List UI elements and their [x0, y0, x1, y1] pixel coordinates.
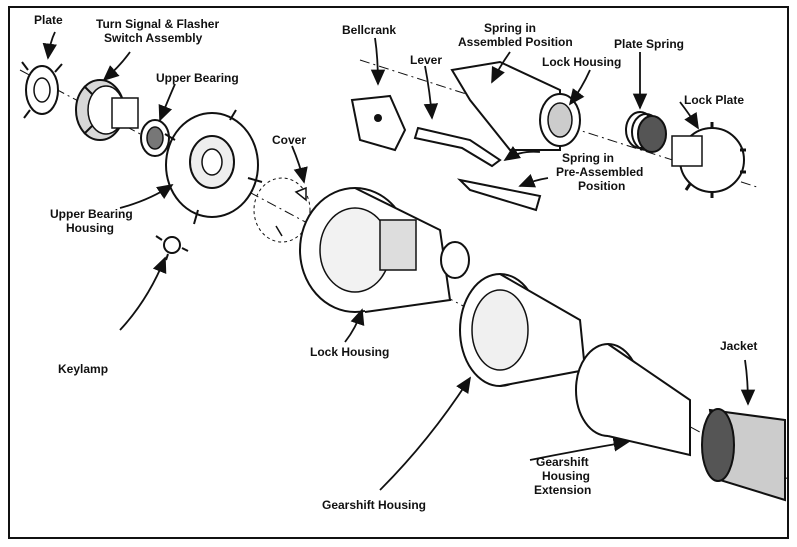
jacket-part [701, 408, 786, 502]
leader-lines [42, 31, 756, 491]
plate-part [21, 61, 63, 119]
lever-label: Lever [410, 53, 443, 67]
spring-assembled-label-line2: Assembled Position [458, 35, 573, 49]
upper-bearing-housing-label-line1: Upper Bearing [50, 207, 133, 221]
spring-assembled-label-line1: Spring in [484, 21, 536, 35]
spring-preassembled-label-line3: Position [578, 179, 626, 193]
spring-preassembled-label-line2: Pre-Assembled [556, 165, 644, 179]
lock-housing-part [299, 187, 470, 313]
bellcrank-label: Bellcrank [342, 23, 397, 37]
gearshift-housing-label: Gearshift Housing [322, 498, 427, 512]
plate-label: Plate [34, 13, 63, 27]
cover-label: Cover [272, 133, 307, 147]
upper-bearing-housing-part [164, 109, 263, 225]
jacket-label: Jacket [720, 339, 758, 353]
keylamp-part [155, 235, 189, 261]
keylamp-label: Keylamp [58, 362, 109, 376]
plate-spring-label: Plate Spring [614, 37, 685, 51]
gearshift-housing-extension-part [575, 343, 691, 457]
lock-housing-label: Lock Housing [310, 345, 390, 359]
lock-plate-part [671, 122, 746, 198]
lever-part [413, 126, 542, 212]
gearshift-ext-label-line1: Gearshift [536, 455, 589, 469]
gearshift-ext-label-line3: Extension [534, 483, 592, 497]
turn-signal-label-line1: Turn Signal & Flasher [96, 17, 220, 31]
bellcrank-part [350, 94, 407, 152]
upper-bearing-label: Upper Bearing [156, 71, 239, 85]
upper-lock-housing-part [450, 60, 581, 151]
turn-signal-switch-part [75, 79, 139, 141]
gearshift-ext-label-line2: Housing [542, 469, 590, 483]
gearshift-housing-part [459, 273, 587, 387]
turn-signal-label-line2: Switch Assembly [104, 31, 203, 45]
cover-part [253, 177, 311, 243]
lock-housing-top-label: Lock Housing [542, 55, 622, 69]
upper-bearing-housing-label-line2: Housing [66, 221, 114, 235]
plate-spring-part [625, 111, 667, 153]
lock-plate-label: Lock Plate [684, 93, 745, 107]
spring-preassembled-label-line1: Spring in [562, 151, 614, 165]
upper-bearing-part [140, 119, 170, 157]
